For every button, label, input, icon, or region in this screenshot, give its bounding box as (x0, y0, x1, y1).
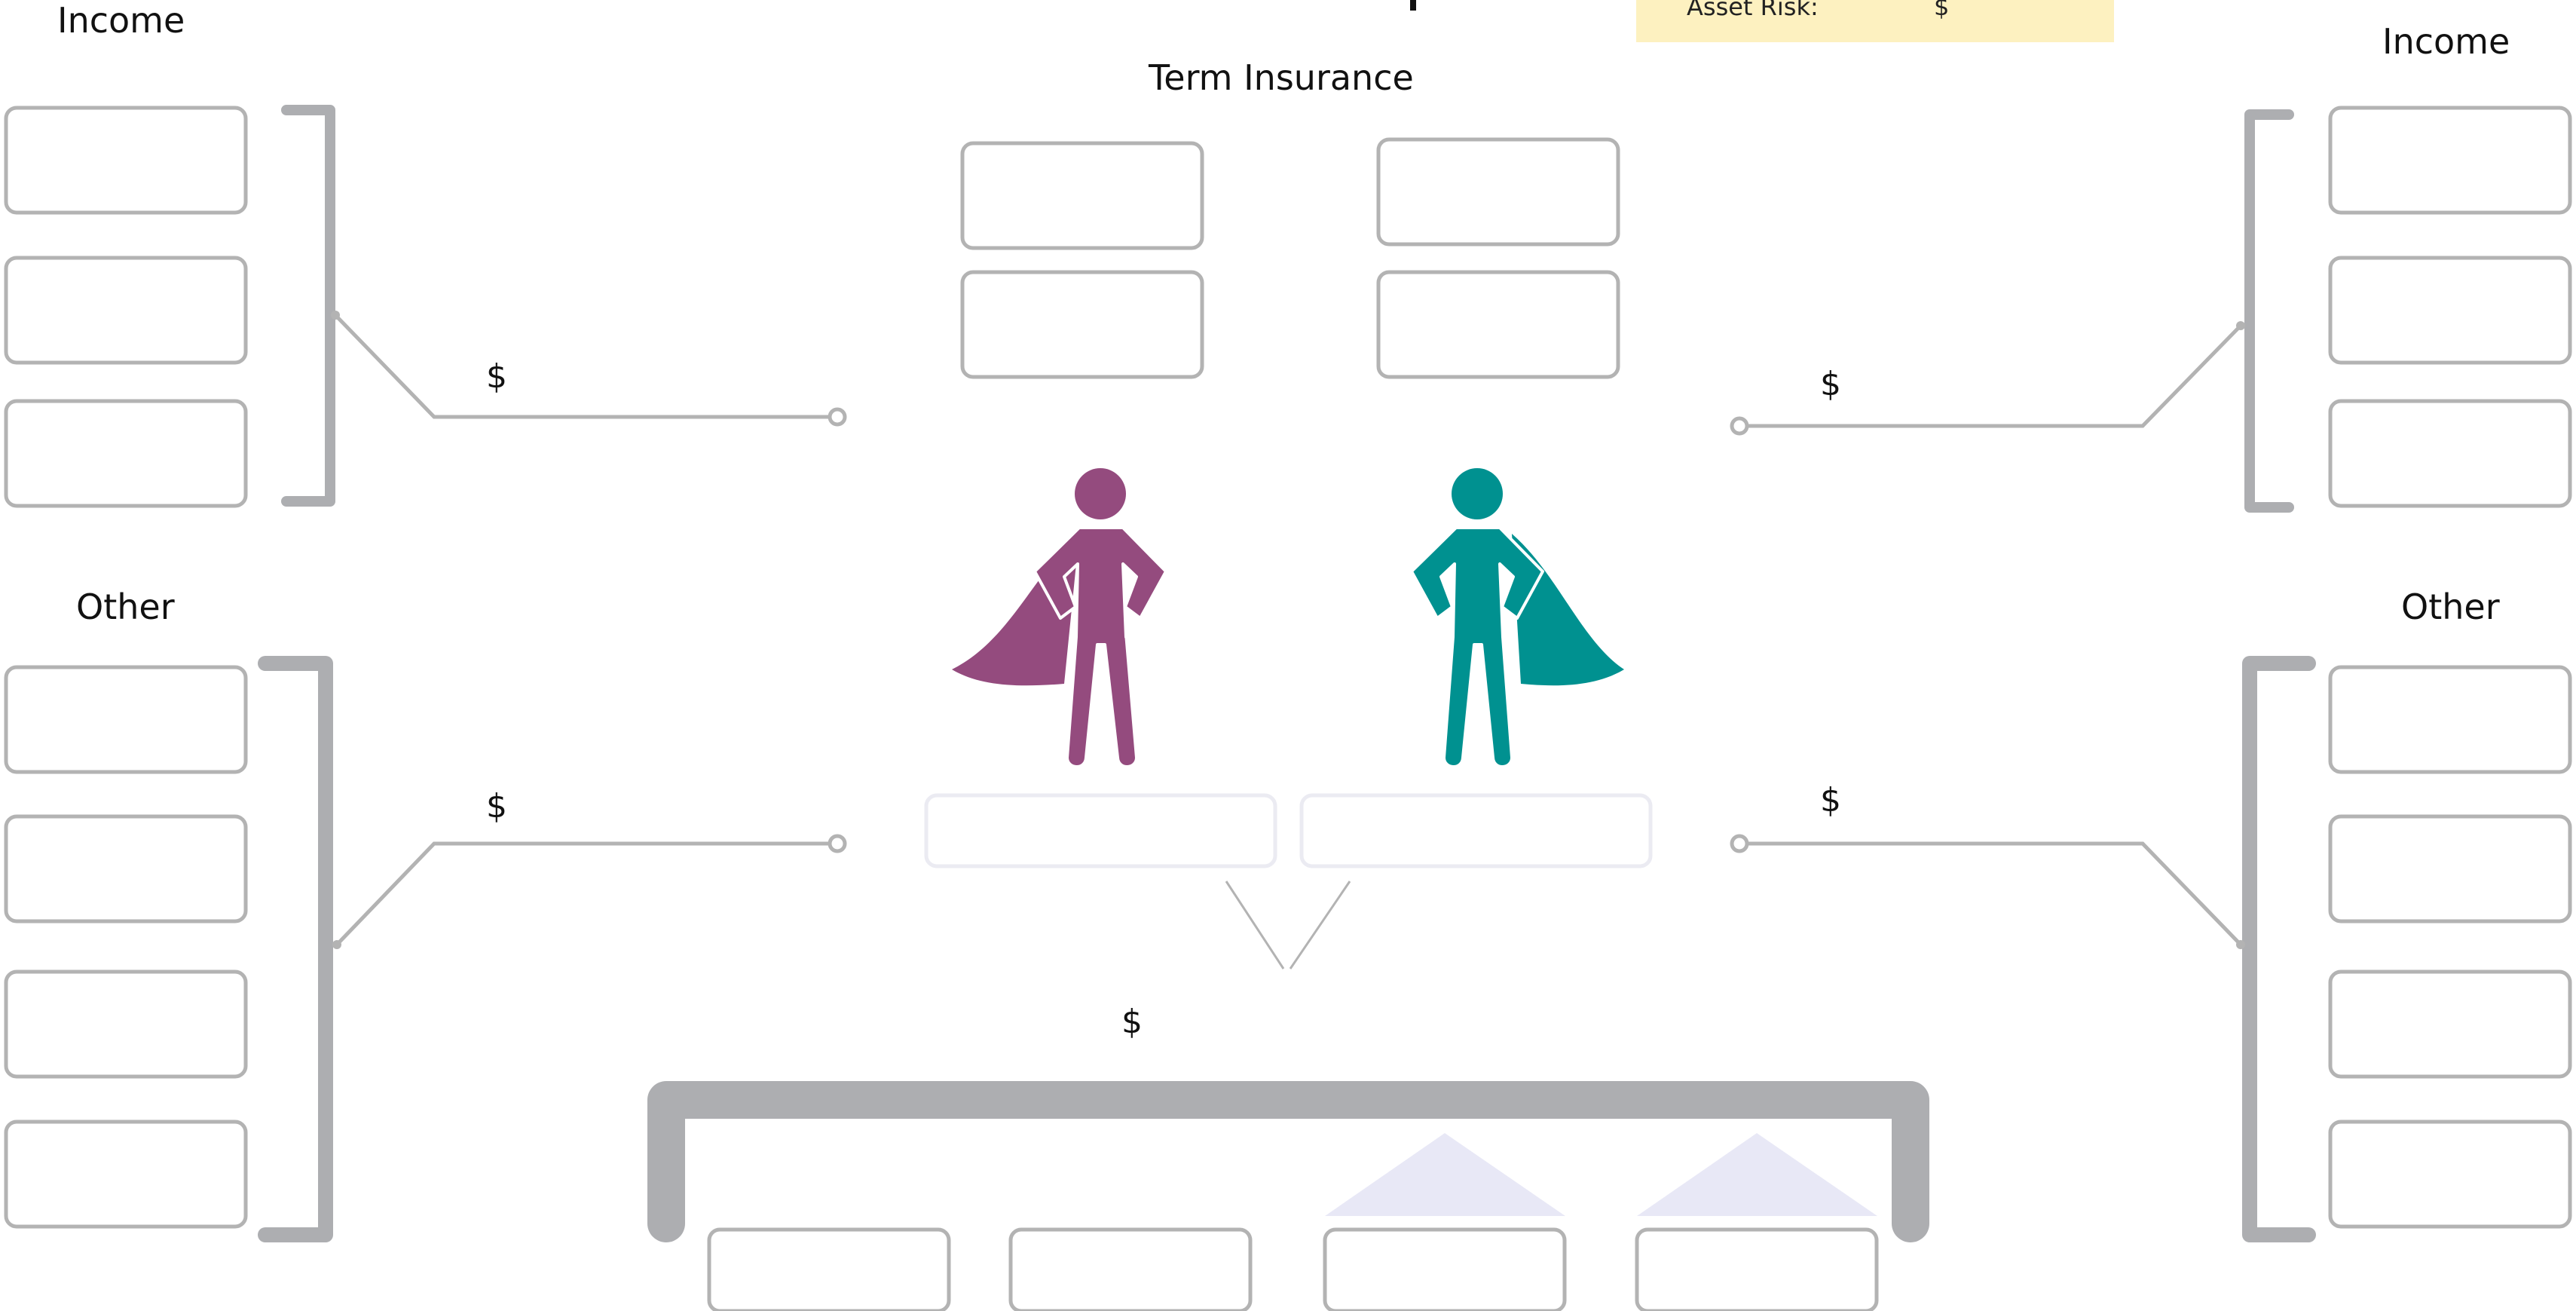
income-right-box-1[interactable] (2328, 106, 2572, 215)
income-right-amount[interactable]: $ (1820, 365, 1841, 403)
income-right-boxes (2328, 106, 2572, 508)
income-left-boxes (4, 106, 248, 508)
superhero-left-icon (952, 468, 1167, 768)
shared-bracket (647, 1081, 1929, 1242)
bottom-box-3[interactable] (1323, 1227, 1567, 1311)
income-left-box-3[interactable] (4, 399, 248, 508)
other-right-boxes (2328, 665, 2572, 1229)
merge-lines (1225, 881, 1351, 969)
bottom-boxes (707, 1227, 1879, 1311)
income-right-connector-start (2236, 321, 2245, 330)
bottom-box-4[interactable] (1635, 1227, 1879, 1311)
other-left-box-4[interactable] (4, 1120, 248, 1229)
superhero-right-icon (1410, 468, 1624, 768)
other-right-connector-end[interactable] (1730, 834, 1749, 853)
shared-amount[interactable]: $ (1121, 1003, 1143, 1041)
term-insurance-left-box-1[interactable] (960, 141, 1204, 250)
other-left-connector-end[interactable] (828, 834, 847, 853)
asset-risk-label: Asset Risk: (1687, 0, 1819, 21)
other-right-connector-start (2236, 940, 2245, 949)
bottom-box-2[interactable] (1008, 1227, 1253, 1311)
term-insurance-right-box-2[interactable] (1376, 270, 1620, 379)
asset-risk-note: Asset Risk: $ (1636, 0, 2114, 42)
income-left-connector (334, 314, 829, 419)
other-right-box-2[interactable] (2328, 814, 2572, 924)
term-insurance-right-box-1[interactable] (1376, 137, 1620, 247)
income-right-connector-end[interactable] (1730, 416, 1749, 436)
income-left-connector-end[interactable] (828, 407, 847, 427)
income-right-box-3[interactable] (2328, 399, 2572, 508)
other-right-box-1[interactable] (2328, 665, 2572, 774)
term-insurance-heading: Term Insurance (1149, 57, 1414, 98)
income-left-heading: Income (57, 0, 185, 41)
income-right-heading: Income (2382, 21, 2510, 62)
income-left-bracket (281, 105, 335, 507)
superhero-right-body (1410, 526, 1544, 768)
other-right-box-4[interactable] (2328, 1120, 2572, 1229)
income-right-connector (1747, 324, 2242, 428)
superhero-left-head (1075, 468, 1126, 519)
bottom-box-1[interactable] (707, 1227, 951, 1311)
superhero-right-head (1452, 468, 1503, 519)
asset-risk-value[interactable]: $ (1934, 0, 1950, 21)
other-right-bracket (2242, 656, 2316, 1242)
other-left-boxes (4, 665, 248, 1229)
left-person-name-box[interactable] (924, 793, 1277, 868)
term-insurance-left-box-2[interactable] (960, 270, 1204, 379)
other-left-bracket (258, 656, 333, 1242)
other-right-amount[interactable]: $ (1820, 781, 1841, 819)
other-right-connector (1747, 841, 2242, 946)
income-right-bracket (2244, 109, 2294, 513)
house-roof-1 (1325, 1133, 1565, 1216)
other-left-connector (335, 841, 829, 946)
other-right-box-3[interactable] (2328, 969, 2572, 1079)
right-person-name-box[interactable] (1299, 793, 1653, 868)
title-fragment-mark (1410, 0, 1416, 11)
income-left-box-1[interactable] (4, 106, 248, 215)
income-left-amount[interactable]: $ (486, 357, 507, 396)
income-left-box-2[interactable] (4, 256, 248, 365)
other-left-box-3[interactable] (4, 969, 248, 1079)
other-left-amount[interactable]: $ (486, 787, 507, 826)
other-right-heading: Other (2401, 587, 2500, 627)
other-left-box-2[interactable] (4, 814, 248, 924)
other-left-connector-start (332, 940, 341, 949)
superhero-left-body (1033, 526, 1167, 768)
other-left-heading: Other (76, 587, 175, 627)
term-insurance-boxes (960, 137, 1620, 379)
other-left-box-1[interactable] (4, 665, 248, 774)
income-left-connector-start (331, 311, 340, 320)
income-right-box-2[interactable] (2328, 256, 2572, 365)
house-roof-2 (1637, 1133, 1877, 1216)
